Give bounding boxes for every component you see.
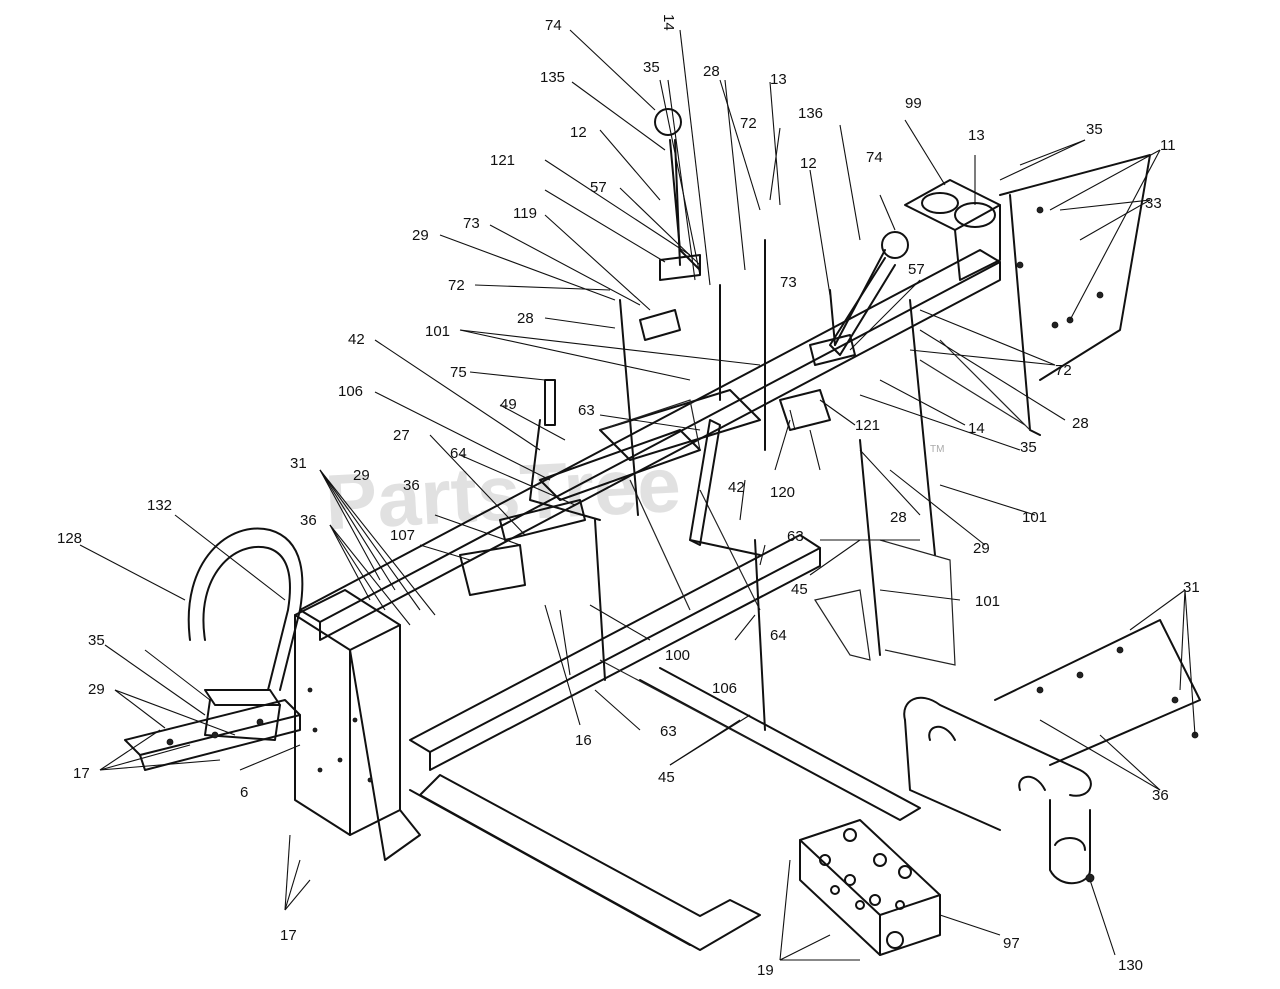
callout: 107 bbox=[390, 527, 415, 544]
callout: 28 bbox=[1072, 415, 1089, 432]
callout: 16 bbox=[575, 732, 592, 749]
callout: 35 bbox=[1086, 121, 1103, 138]
callout: 36 bbox=[1152, 787, 1169, 804]
callout: 42 bbox=[728, 479, 745, 496]
callout: 63 bbox=[578, 402, 595, 419]
left-bracket bbox=[124, 699, 301, 771]
callout: 74 bbox=[545, 17, 562, 34]
callout: 63 bbox=[787, 528, 804, 545]
callout: 72 bbox=[740, 115, 757, 132]
callout: 64 bbox=[450, 445, 467, 462]
callout: 121 bbox=[855, 417, 880, 434]
callout: 57 bbox=[590, 179, 607, 196]
callout: 35 bbox=[643, 59, 660, 76]
valve-block bbox=[799, 819, 941, 956]
callout: 35 bbox=[88, 632, 105, 649]
callout: 17 bbox=[280, 927, 297, 944]
handle-loop bbox=[187, 527, 304, 741]
callout: 14 bbox=[968, 420, 985, 437]
callout: 33 bbox=[1145, 195, 1162, 212]
leader-lines bbox=[79, 29, 1196, 961]
callout: 63 bbox=[660, 723, 677, 740]
callout: 101 bbox=[425, 323, 450, 340]
callout: 29 bbox=[88, 681, 105, 698]
callout: 28 bbox=[703, 63, 720, 80]
callout: 12 bbox=[800, 155, 817, 172]
callout: 11 bbox=[1160, 137, 1176, 154]
callout: 121 bbox=[490, 152, 515, 169]
callout: 42 bbox=[348, 331, 365, 348]
callout: 135 bbox=[540, 69, 565, 86]
callout: 13 bbox=[770, 71, 787, 88]
callout: 120 bbox=[770, 484, 795, 501]
lever-knob-right bbox=[881, 231, 909, 259]
callout: 101 bbox=[975, 593, 1000, 610]
callout: 75 bbox=[450, 364, 467, 381]
callout: 73 bbox=[463, 215, 480, 232]
callout: 45 bbox=[791, 581, 808, 598]
callout: 35 bbox=[1020, 439, 1037, 456]
callout: 101 bbox=[1022, 509, 1047, 526]
callouts: 74 14 35 28 13 135 72 136 99 13 35 11 12… bbox=[57, 14, 1200, 979]
callout: 29 bbox=[353, 467, 370, 484]
control-rods bbox=[459, 108, 956, 731]
callout: 12 bbox=[570, 124, 587, 141]
callout: 14 bbox=[660, 14, 677, 31]
callout: 19 bbox=[757, 962, 774, 979]
callout: 27 bbox=[393, 427, 410, 444]
callout: 13 bbox=[968, 127, 985, 144]
callout: 119 bbox=[513, 205, 537, 222]
callout: 136 bbox=[798, 105, 823, 122]
right-bracket bbox=[903, 619, 1201, 885]
callout: 74 bbox=[866, 149, 883, 166]
trademark-mark: TM bbox=[930, 444, 944, 455]
callout: 72 bbox=[1055, 362, 1072, 379]
callout: 99 bbox=[905, 95, 922, 112]
callout: 36 bbox=[300, 512, 317, 529]
callout: 130 bbox=[1118, 957, 1143, 974]
callout: 17 bbox=[73, 765, 90, 782]
callout: 73 bbox=[780, 274, 797, 291]
callout: 57 bbox=[908, 261, 925, 278]
callout: 45 bbox=[658, 769, 675, 786]
upper-right-console bbox=[904, 154, 1151, 436]
callout: 100 bbox=[665, 647, 690, 664]
lever-knob-left bbox=[654, 108, 682, 136]
callout: 97 bbox=[1003, 935, 1020, 952]
callout: 72 bbox=[448, 277, 465, 294]
callout: 28 bbox=[890, 509, 907, 526]
callout: 29 bbox=[412, 227, 429, 244]
left-post bbox=[294, 589, 421, 861]
callout: 49 bbox=[500, 396, 517, 413]
callout: 28 bbox=[517, 310, 534, 327]
callout: 36 bbox=[403, 477, 420, 494]
callout: 106 bbox=[712, 680, 737, 697]
callout: 132 bbox=[147, 497, 172, 514]
callout: 31 bbox=[1183, 579, 1200, 596]
callout: 106 bbox=[338, 383, 363, 400]
callout: 31 bbox=[290, 455, 307, 472]
callout: 29 bbox=[973, 540, 990, 557]
callout: 6 bbox=[240, 784, 248, 801]
callout: 128 bbox=[57, 530, 82, 547]
callout: 64 bbox=[770, 627, 787, 644]
